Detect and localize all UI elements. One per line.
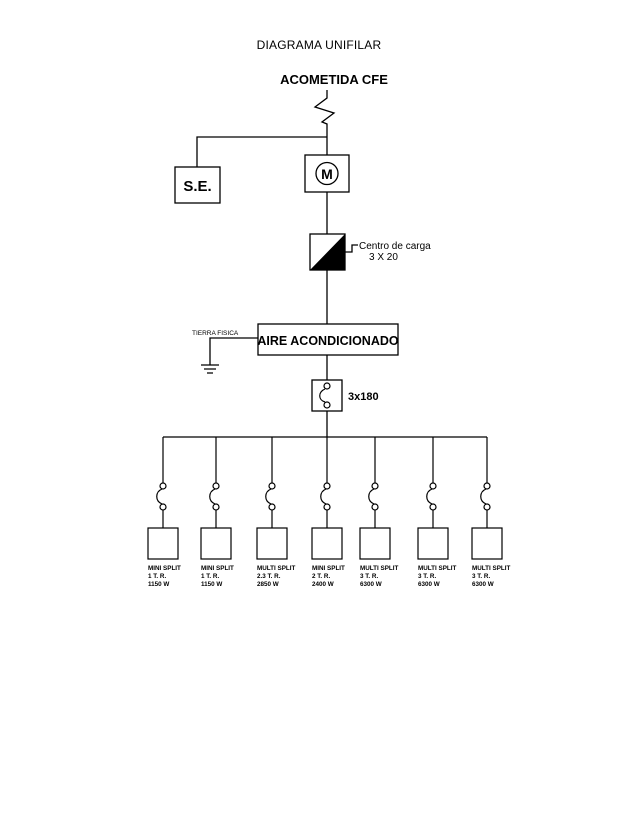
branch-label-phases: 3 T. R. [360, 573, 378, 580]
branch-label-power: 2850 W [257, 581, 279, 588]
branch-breaker-contact-top [159, 482, 167, 490]
branch-breaker-contact-top [429, 482, 437, 490]
branch-breaker-contact-top [323, 482, 331, 490]
branch-breaker-arc [265, 488, 272, 505]
main-breaker-arc [319, 388, 326, 403]
branch-breaker-arc [320, 488, 327, 505]
branch-label-power: 2400 W [312, 581, 334, 588]
page-title: DIAGRAMA UNIFILAR [256, 38, 382, 52]
branch-breaker-contact-bottom [483, 503, 491, 511]
branch-label-type: MULTI SPLIT [418, 565, 457, 572]
load-center-fill [310, 234, 345, 270]
branch-label-power: 6300 W [418, 581, 440, 588]
branch-load-box [417, 527, 449, 560]
branch-load-box [200, 527, 232, 560]
branch-label-power: 6300 W [360, 581, 382, 588]
main-breaker-label: 3x180 [348, 391, 379, 403]
ground-label: TIERRA FISICA [192, 330, 239, 337]
branch-label-phases: 1 T. R. [201, 573, 219, 580]
branch-label-phases: 3 T. R. [472, 573, 490, 580]
branch-breaker-arc [368, 488, 375, 505]
ground-symbol [201, 337, 258, 374]
branch-label-phases: 1 T. R. [148, 573, 166, 580]
branch-label-type: MINI SPLIT [201, 565, 234, 572]
branch-load-box [471, 527, 503, 560]
meter-symbol [315, 161, 339, 186]
branch-breaker-contact-top [212, 482, 220, 490]
branch-breaker-contact-bottom [371, 503, 379, 511]
branch-label-type: MINI SPLIT [148, 565, 181, 572]
branch-load-box [311, 527, 343, 560]
branch-breaker-contact-bottom [429, 503, 437, 511]
branch-circuit-group [147, 437, 503, 560]
service-entry-label: ACOMETIDA CFE [280, 72, 388, 87]
branch-breaker-contact-top [268, 482, 276, 490]
branch-breaker-contact-bottom [268, 503, 276, 511]
meter-label: M [321, 166, 333, 182]
branch-label-type: MULTI SPLIT [472, 565, 511, 572]
branch-breaker-arc [209, 488, 216, 505]
branch-label-phases: 2 T. R. [312, 573, 330, 580]
branch-label-type: MULTI SPLIT [360, 565, 399, 572]
service-entry-symbol [313, 90, 336, 155]
branch-load-box [147, 527, 179, 560]
load-center-leader [345, 244, 358, 253]
main-breaker-contact-bottom [323, 401, 331, 409]
main-panel-box [257, 323, 399, 356]
branch-breaker-contact-bottom [212, 503, 220, 511]
substation-label: S.E. [183, 178, 211, 195]
branch-load-box [256, 527, 288, 560]
branch-breaker-arc [480, 488, 487, 505]
branch-label-power: 1150 W [201, 581, 222, 588]
branch-breaker-contact-top [371, 482, 379, 490]
branch-breaker-contact-top [483, 482, 491, 490]
substation-box [174, 166, 221, 204]
branch-label-type: MINI SPLIT [312, 565, 345, 572]
load-center-label-line1: Centro de carga [359, 241, 431, 252]
branch-label-type: MULTI SPLIT [257, 565, 296, 572]
main-breaker-contact-top [323, 382, 331, 390]
branch-breaker-arc [426, 488, 433, 505]
branch-label-power: 1150 W [148, 581, 169, 588]
branch-breaker-contact-bottom [323, 503, 331, 511]
branch-label-phases: 3 T. R. [418, 573, 436, 580]
branch-load-box [359, 527, 391, 560]
load-center-label-line2: 3 X 20 [369, 252, 398, 263]
branch-label-phases: 2.3 T. R. [257, 573, 281, 580]
substation-feeder [196, 136, 327, 167]
branch-breaker-contact-bottom [159, 503, 167, 511]
branch-label-power: 6300 W [472, 581, 494, 588]
main-panel-label: AIRE ACONDICIONADO [257, 334, 398, 348]
branch-breaker-arc [156, 488, 163, 505]
